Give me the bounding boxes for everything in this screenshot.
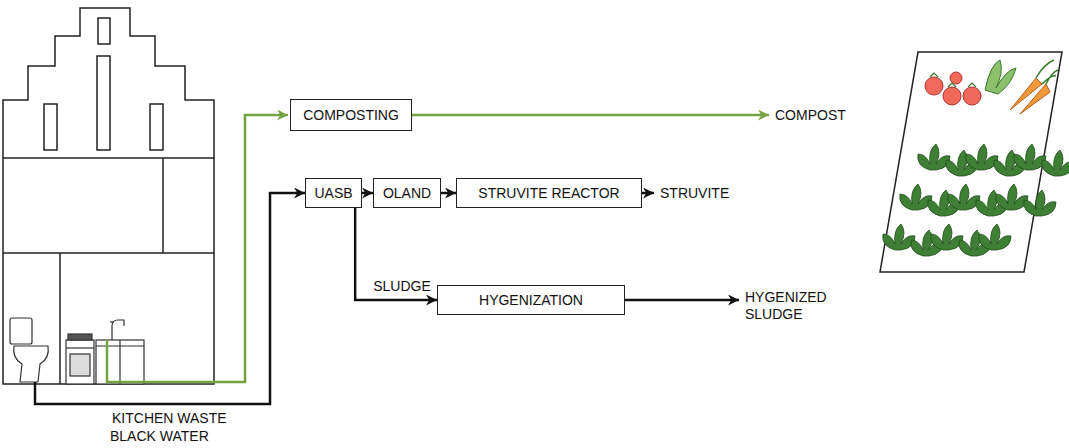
node-text: OLAND	[383, 185, 431, 202]
node-text: COMPOSTING	[303, 107, 399, 124]
flow-label: KITCHEN WASTE	[110, 410, 229, 426]
plant-rows	[883, 144, 1069, 256]
node-text: UASB	[314, 185, 352, 202]
flow-arrow	[441, 192, 456, 195]
flow-arrow	[412, 114, 769, 117]
process-box: HYGENIZATION	[437, 285, 625, 315]
process-box: UASB	[305, 178, 362, 208]
house-outline	[3, 8, 214, 384]
stove-icon	[66, 334, 94, 384]
process-box: STRUVITE REACTOR	[456, 178, 642, 208]
flow-label: BLACK WATER	[108, 428, 211, 444]
sink-icon	[96, 320, 144, 384]
node-text: STRUVITE	[660, 185, 729, 202]
node-text: COMPOST	[775, 107, 846, 124]
node-text: HYGENIZATION	[479, 292, 583, 309]
node-text: STRUVITE REACTOR	[478, 185, 619, 202]
flow-arrow	[355, 208, 437, 300]
field-illustration	[880, 52, 1062, 272]
node-text: HYGENIZED SLUDGE	[745, 289, 845, 323]
edge-label: SLUDGE	[371, 278, 433, 294]
flow-arrow	[625, 299, 739, 302]
toilet-icon	[10, 318, 48, 382]
output-label: COMPOST	[775, 107, 846, 124]
output-label: STRUVITE	[660, 185, 729, 202]
flow-arrow	[642, 192, 654, 195]
black-water-line	[35, 193, 305, 404]
output-label: HYGENIZED SLUDGE	[745, 289, 845, 323]
process-box: OLAND	[373, 178, 441, 208]
flow-arrow	[362, 192, 373, 195]
process-box: COMPOSTING	[290, 99, 412, 131]
kitchen-waste-line	[107, 115, 288, 382]
